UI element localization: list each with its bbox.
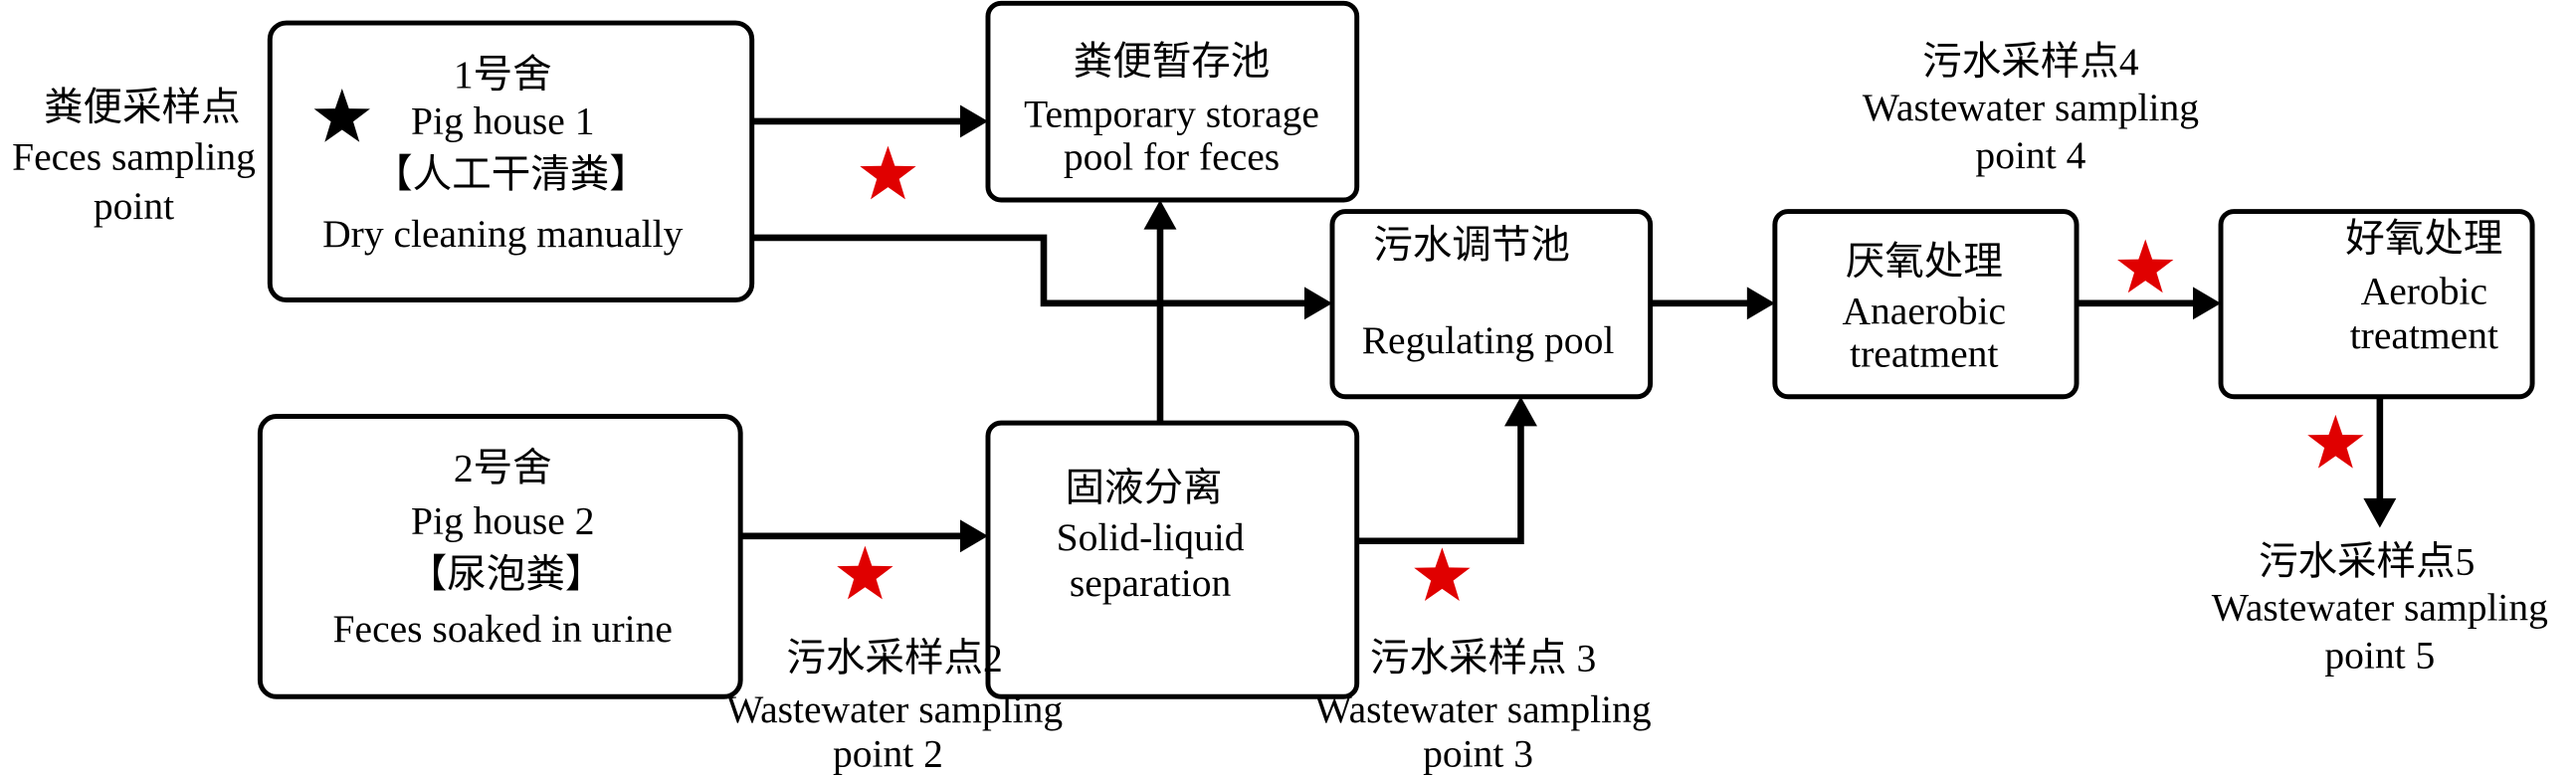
anaerobic-zh: 厌氧处理 [1846,240,2003,284]
pig-house-1-zh: 1号舍 [454,53,552,97]
pig-house-2-en: Pig house 2 [411,498,595,542]
sampling-2-en1: Wastewater sampling [726,687,1063,731]
sampling-5-en2: point 5 [2324,633,2435,677]
sampling-point-4-label: 污水采样点4 Wastewater sampling point 4 [1863,40,2199,177]
sampling-5-zh: 污水采样点5 [2259,540,2475,584]
separation-en2: separation [1070,561,1232,605]
feces-label-en1: Feces sampling [12,135,256,179]
sampling-2-zh: 污水采样点2 [786,637,1002,680]
anaerobic-en2: treatment [1850,331,1998,375]
pig-house-1-method-zh: 【人工干清粪】 [373,153,649,197]
arrow-house1-to-regulating [751,234,1308,307]
aerobic-en2: treatment [2350,313,2498,357]
separation-en1: Solid-liquid [1057,515,1245,559]
sampling-3-zh: 污水采样点 3 [1370,637,1596,680]
anaerobic-box: 厌氧处理 Anaerobic treatment [1772,209,2080,400]
sampling-point-3-label: 污水采样点 3 Wastewater sampling point 3 [1314,637,1651,776]
aerobic-box: 好氧处理 Aerobic treatment [2218,209,2535,400]
arrowhead-icon [1143,200,1177,230]
pig-house-1-box: 1号舍 Pig house 1 【人工干清粪】 Dry cleaning man… [267,20,755,302]
sampling-4-en2: point 4 [1975,133,2085,177]
separation-zh: 固液分离 [1065,466,1222,509]
connectors [740,104,2397,553]
red-star-icon [860,145,916,200]
pig-house-2-box: 2号舍 Pig house 2 【尿泡粪】 Feces soaked in ur… [257,414,743,699]
arrowhead-icon [1746,287,1775,320]
sampling-4-zh: 污水采样点4 [1922,40,2139,84]
arrow-separation-to-regulating [1356,423,1524,545]
aerobic-zh: 好氧处理 [2345,217,2502,261]
sampling-4-en1: Wastewater sampling [1863,86,2199,129]
red-star-icon [2307,414,2364,469]
sampling-point-2-label: 污水采样点2 Wastewater sampling point 2 [726,637,1063,776]
feces-label-en2: point [94,184,174,228]
arrowhead-icon [1303,287,1332,320]
pig-house-2-zh: 2号舍 [454,447,552,490]
sampling-2-en2: point 2 [833,731,943,775]
feces-sampling-label: 粪便采样点 Feces sampling point [12,86,256,228]
regulating-en: Regulating pool [1362,318,1615,362]
red-star-icon [837,545,893,600]
pig-house-2-method-zh: 【尿泡粪】 [408,553,605,597]
sampling-3-en2: point 3 [1423,731,1533,775]
arrowhead-icon [1503,396,1537,427]
sampling-3-en1: Wastewater sampling [1314,687,1651,731]
arrowhead-icon [2193,287,2222,320]
separation-box: 固液分离 Solid-liquid separation [985,420,1360,699]
regulating-pool-box: 污水调节池 Regulating pool [1329,209,1654,400]
pig-house-1-en: Pig house 1 [411,98,595,142]
sampling-point-5-label: 污水采样点5 Wastewater sampling point 5 [2212,540,2548,678]
sampling-5-en1: Wastewater sampling [2212,586,2548,630]
feces-label-zh: 粪便采样点 [44,86,241,129]
regulating-zh: 污水调节池 [1373,224,1570,268]
pig-house-2-method-en: Feces soaked in urine [333,607,673,651]
aerobic-en1: Aerobic [2361,270,2487,313]
red-star-icon [2117,239,2174,293]
arrowhead-icon [2363,497,2397,528]
storage-en1: Temporary storage [1024,93,1319,136]
storage-pool-box: 粪便暂存池 Temporary storage pool for feces [985,0,1360,203]
arrowhead-icon [959,519,988,553]
pig-house-1-method-en: Dry cleaning manually [322,212,683,256]
anaerobic-en1: Anaerobic [1842,289,2006,332]
arrowhead-icon [959,104,988,138]
storage-en2: pool for feces [1064,135,1280,179]
storage-zh: 粪便暂存池 [1074,40,1271,84]
red-star-icon [1414,547,1471,602]
